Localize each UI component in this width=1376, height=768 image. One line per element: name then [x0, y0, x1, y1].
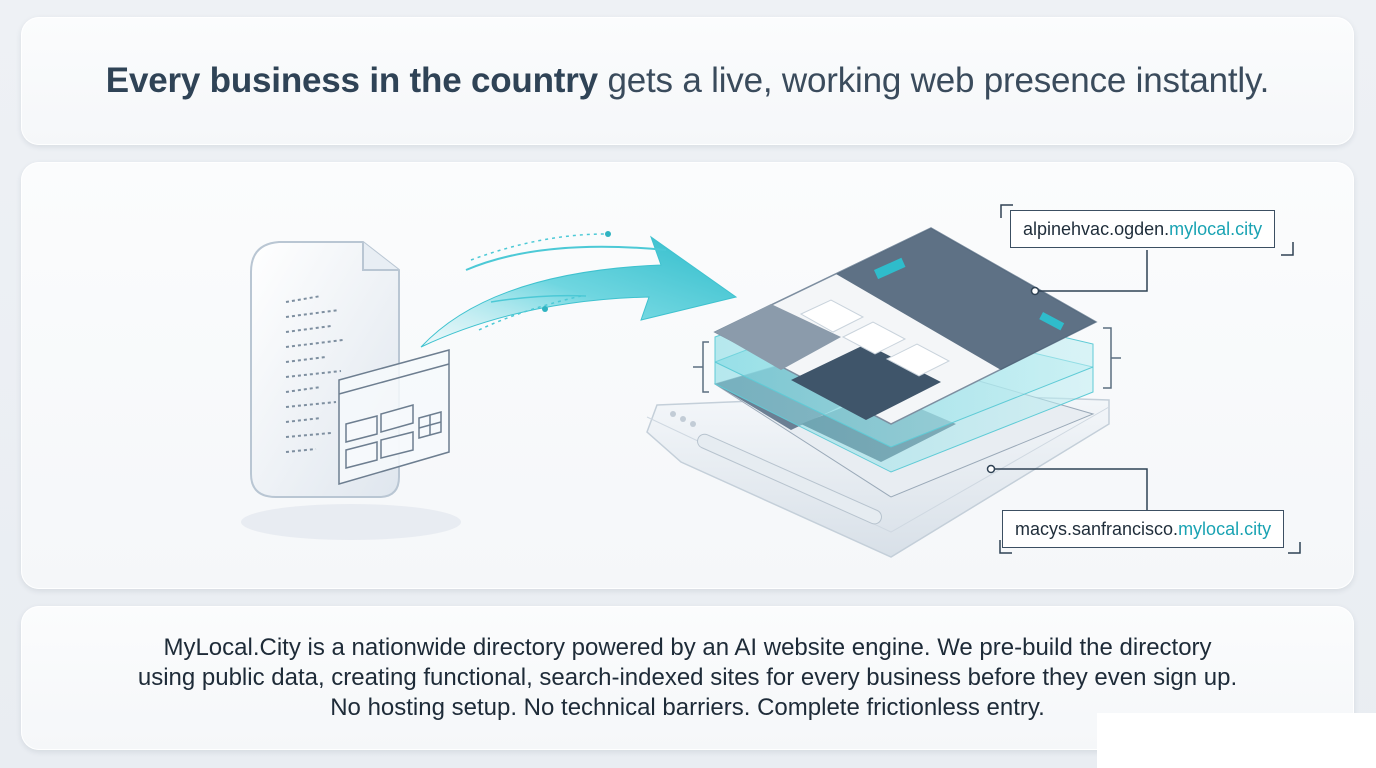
url-bottom-connector [986, 464, 1301, 554]
url-top-prefix: alpinehvac.ogden. [1023, 219, 1170, 239]
website-stack-icon [646, 227, 1110, 558]
url-top-connector [1000, 204, 1294, 296]
description-line-1: MyLocal.City is a nationwide directory p… [163, 634, 1212, 661]
url-label-bottom[interactable]: macys.sanfrancisco.mylocal.city [1002, 510, 1285, 548]
url-label-top[interactable]: alpinehvac.ogden.mylocal.city [1010, 210, 1276, 248]
stack-brackets [693, 327, 1121, 393]
description-line-3: No hosting setup. No technical barriers.… [330, 694, 1045, 721]
headline-bold: Every business in the country [105, 61, 598, 100]
illustration [241, 204, 1301, 558]
url-bottom-prefix: macys.sanfrancisco. [1015, 519, 1179, 539]
headline: Every business in the country gets a liv… [105, 61, 1270, 101]
description-card: MyLocal.City is a nationwide directory p… [21, 606, 1354, 750]
arrow-icon [420, 231, 738, 348]
description-text: MyLocal.City is a nationwide directory p… [78, 633, 1298, 723]
corner-overlay [1097, 713, 1376, 768]
illustration-card: alpinehvac.ogden.mylocal.city macys.sanf… [21, 162, 1354, 589]
form-icon [338, 349, 450, 485]
description-line-2: using public data, creating functional, … [137, 664, 1238, 691]
headline-card: Every business in the country gets a liv… [21, 17, 1354, 145]
url-top-domain: mylocal.city [1169, 219, 1263, 239]
url-bottom-domain: mylocal.city [1178, 519, 1272, 539]
headline-rest: gets a live, working web presence instan… [607, 61, 1270, 100]
